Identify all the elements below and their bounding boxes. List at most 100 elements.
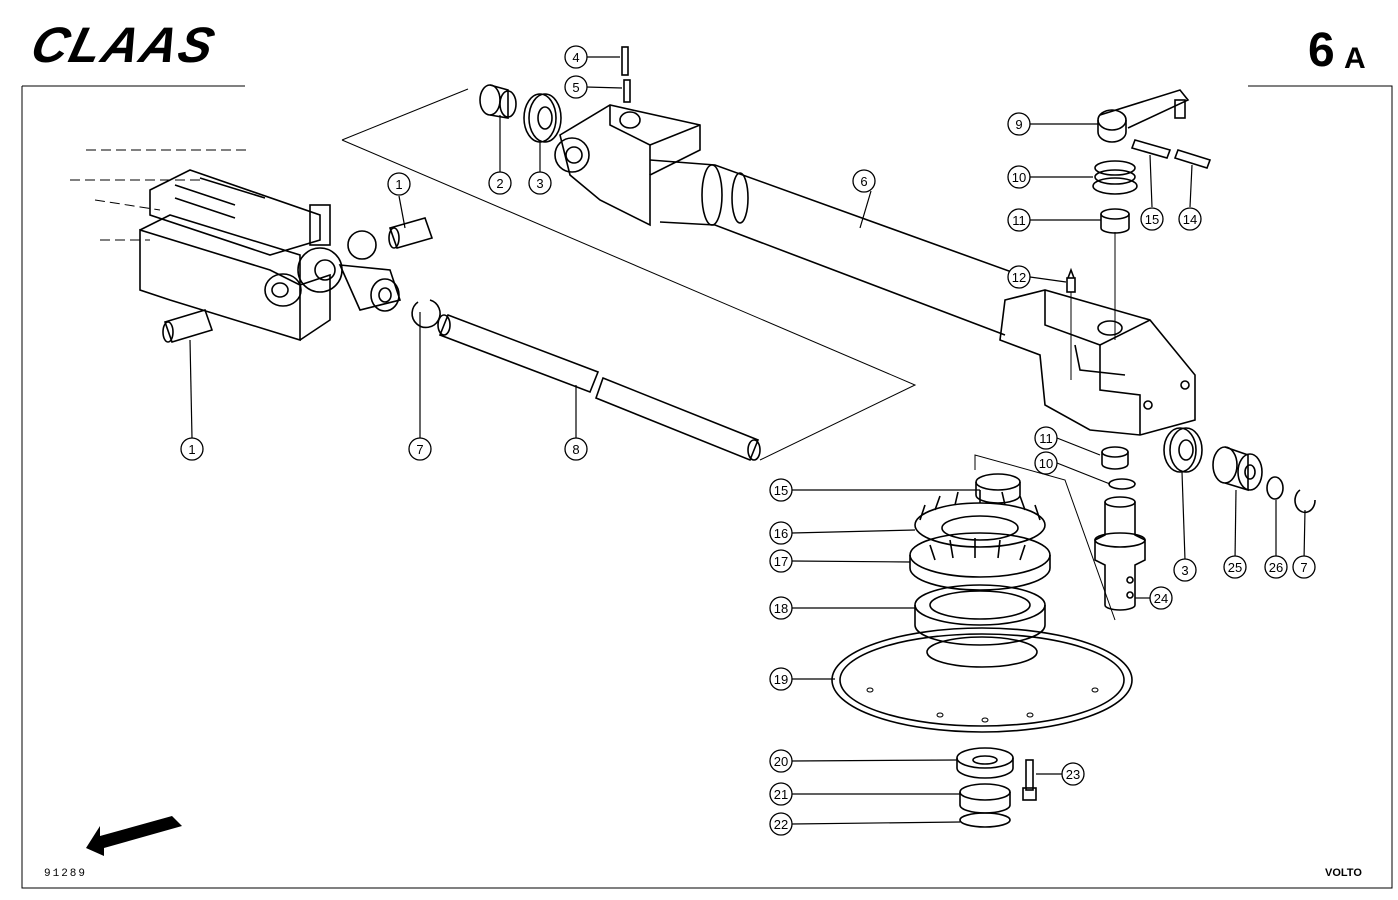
callout-23: 23 (1061, 762, 1085, 786)
pin-part-1 (388, 217, 434, 249)
callout-number: 12 (1012, 270, 1026, 285)
direction-arrow-icon (86, 816, 182, 856)
callout-number: 18 (774, 601, 788, 616)
callout-24: 24 (1149, 586, 1173, 610)
callout-9: 9 (1007, 112, 1031, 136)
bearing-part-20 (956, 747, 1014, 779)
callout-number: 15 (1145, 212, 1159, 227)
callout-4: 4 (564, 45, 588, 69)
callout-number: 1 (395, 177, 402, 192)
arm-tube-part-6 (554, 104, 1021, 336)
callout-25: 25 (1223, 555, 1247, 579)
callout-number: 26 (1269, 560, 1283, 575)
callout-2: 2 (488, 171, 512, 195)
callout-number: 3 (536, 176, 543, 191)
crank-arm-part-9 (1097, 89, 1190, 143)
callout-11-lower: 11 (1034, 426, 1058, 450)
bushing-part-11 (1100, 208, 1130, 234)
ring-part-10-lower (1108, 478, 1136, 490)
bevel-gear-part-16 (914, 490, 1046, 548)
callout-number: 5 (572, 80, 579, 95)
callout-number: 17 (774, 554, 788, 569)
frame-assembly (70, 149, 402, 343)
callout-number: 15 (774, 483, 788, 498)
callout-10-top: 10 (1007, 165, 1031, 189)
callout-17: 17 (769, 549, 793, 573)
callout-7-left: 7 (408, 437, 432, 461)
callout-number: 1 (188, 442, 195, 457)
callout-5: 5 (564, 75, 588, 99)
callout-10-lower: 10 (1034, 451, 1058, 475)
bushing-part-2 (479, 84, 517, 119)
callout-21: 21 (769, 782, 793, 806)
bearing-part-15-lower (975, 473, 1021, 504)
claas-logo: CLAAS (26, 17, 222, 73)
callout-1-lower: 1 (180, 437, 204, 461)
callout-number: 10 (1012, 170, 1026, 185)
callout-3-top: 3 (528, 171, 552, 195)
callout-12: 12 (1007, 265, 1031, 289)
shaft-outline (341, 88, 917, 461)
callout-22: 22 (769, 812, 793, 836)
bolt-part-23 (1022, 759, 1037, 801)
callout-number: 25 (1228, 560, 1242, 575)
page-number-digit: 6 (1308, 24, 1335, 77)
callout-number: 11 (1039, 431, 1053, 446)
callout-11-top: 11 (1007, 208, 1031, 232)
leader-lines (189, 56, 1306, 825)
callout-number: 7 (416, 442, 423, 457)
callout-18: 18 (769, 596, 793, 620)
pin-part-15 (1130, 139, 1172, 159)
callout-7-right: 7 (1292, 555, 1316, 579)
seal-part-10 (1092, 160, 1138, 195)
grease-nipple-part-12 (1066, 267, 1076, 293)
page-frame (21, 85, 1393, 889)
bearing-part-3 (523, 93, 562, 143)
drawing-code: 91289 (44, 868, 87, 880)
callout-16: 16 (769, 521, 793, 545)
circlip-part-7 (411, 299, 441, 329)
callout-20: 20 (769, 749, 793, 773)
callout-number: 4 (572, 50, 579, 65)
callout-number: 9 (1015, 117, 1022, 132)
bushing-part-11-lower (1101, 446, 1129, 470)
screw-part-4 (621, 46, 629, 76)
callout-19: 19 (769, 667, 793, 691)
callout-1-upper: 1 (387, 172, 411, 196)
callout-number: 7 (1300, 560, 1307, 575)
callout-number: 8 (572, 442, 579, 457)
callout-number: 10 (1039, 456, 1053, 471)
callout-6: 6 (852, 169, 876, 193)
drive-shaft-part-8 (437, 313, 761, 462)
callout-number: 21 (774, 787, 788, 802)
callout-8: 8 (564, 437, 588, 461)
callout-number: 23 (1066, 767, 1080, 782)
gearbox-housing (999, 289, 1196, 436)
callout-number: 20 (774, 754, 788, 769)
callout-number: 16 (774, 526, 788, 541)
callout-number: 11 (1012, 213, 1026, 228)
page-number: 6 A (1308, 24, 1366, 77)
callout-number: 22 (774, 817, 788, 832)
bearing-part-3-right (1163, 427, 1203, 473)
page-number-suffix: A (1344, 42, 1366, 75)
callout-number: 3 (1181, 563, 1188, 578)
pinion-gear-part-25 (1212, 446, 1263, 492)
model-name: VOLTO (1325, 867, 1362, 879)
callout-number: 19 (774, 672, 788, 687)
callout-number: 2 (496, 176, 503, 191)
callout-15-top: 15 (1140, 207, 1164, 231)
callout-15-lower: 15 (769, 478, 793, 502)
cap-part-21 (959, 783, 1011, 814)
callout-number: 14 (1183, 212, 1197, 227)
cutting-disc-part-19 (831, 627, 1133, 733)
callout-number: 6 (860, 174, 867, 189)
callout-26: 26 (1264, 555, 1288, 579)
callout-number: 24 (1154, 591, 1168, 606)
spindle-shaft-part-24 (1094, 496, 1146, 611)
circlip-part-7-right (1294, 489, 1316, 514)
callout-14: 14 (1178, 207, 1202, 231)
brand-logo-text: CLAAS (26, 17, 222, 73)
assembly-guide-lines (974, 232, 1116, 621)
